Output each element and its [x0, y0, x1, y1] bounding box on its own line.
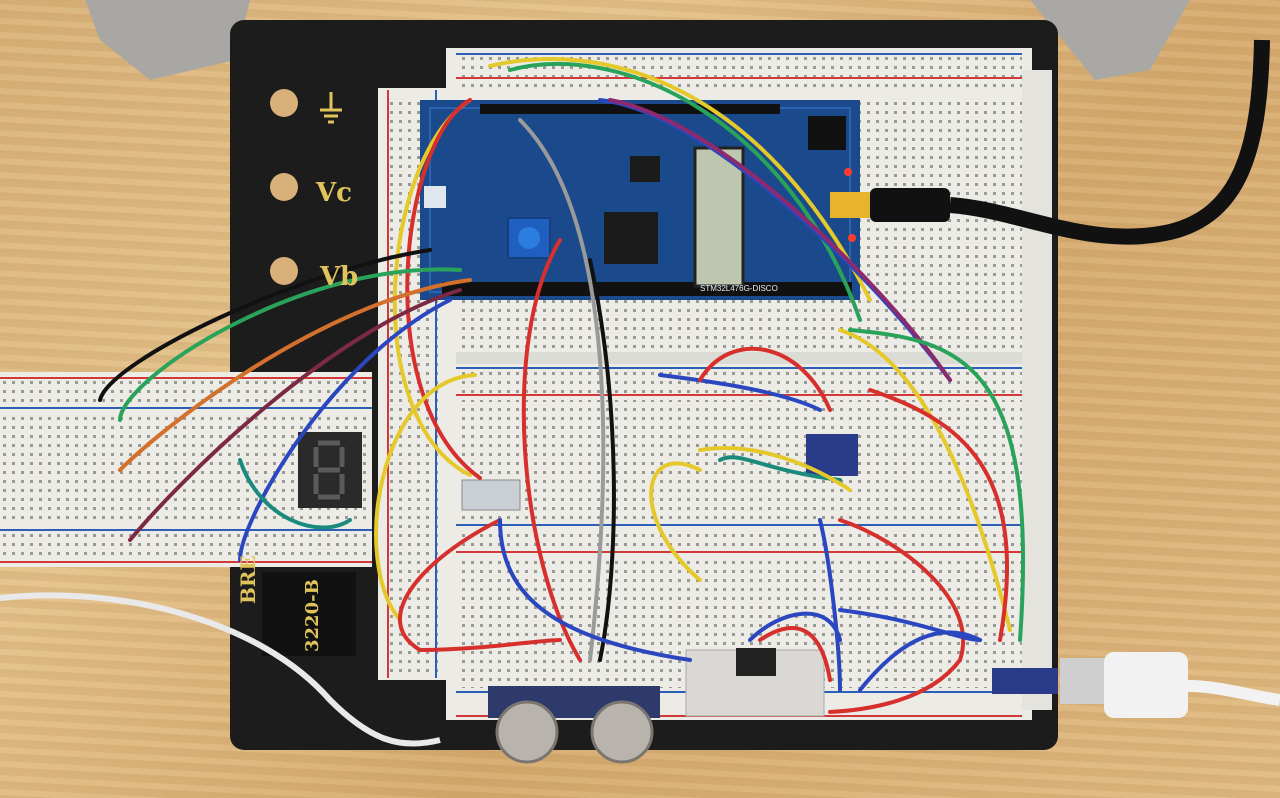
- status-led: [848, 234, 856, 242]
- main-breadboard-middle: [456, 400, 1022, 520]
- mcu-chip: [604, 212, 658, 264]
- seven-segment-digit: [313, 440, 345, 500]
- top-power-rail: [456, 56, 1022, 92]
- white-wire: [0, 592, 441, 747]
- vc-label: Vc: [316, 178, 353, 208]
- pin-header-top: [480, 104, 780, 114]
- breakout-board: [992, 668, 1058, 694]
- breadboard-model-label: 3220-B: [302, 579, 323, 652]
- left-power-rail-bottom: [0, 532, 372, 558]
- lamp-base-right: [1030, 0, 1190, 80]
- mcu-board-label: STM32L476G-DISCO: [700, 284, 778, 293]
- usb-c-connector: [1060, 658, 1106, 704]
- usb-cable: [949, 39, 1270, 245]
- ground-symbol-icon: [320, 92, 342, 124]
- usb-user-connector: [424, 186, 446, 208]
- usb-cable-head: [870, 188, 950, 222]
- pin-header-bottom: [442, 282, 852, 296]
- ultrasonic-transducer-left: [495, 700, 559, 764]
- ir-sensor-module: [461, 479, 521, 511]
- vb-label: Vb: [320, 262, 359, 292]
- user-button: [507, 217, 551, 259]
- ultrasonic-transducer-right: [590, 700, 654, 764]
- breadboard-brand-label: BRE: [236, 555, 260, 604]
- lamp-base-left: [85, 0, 250, 80]
- power-led: [844, 168, 852, 176]
- stm32-discovery-board: [420, 100, 860, 300]
- mount-hole-2: [270, 173, 298, 201]
- user-button-cap: [518, 227, 540, 249]
- mount-hole-1: [270, 89, 298, 117]
- mount-hole-3: [270, 257, 298, 285]
- white-usb-cable: [1187, 680, 1280, 706]
- audio-jack: [808, 116, 846, 150]
- white-usb-plug: [1104, 652, 1188, 718]
- left-power-rail-top: [0, 380, 372, 406]
- label-plate: [262, 572, 356, 656]
- stlink-chip: [630, 156, 660, 182]
- lcd-glass: [693, 146, 745, 288]
- jumper-wires: [98, 57, 1026, 714]
